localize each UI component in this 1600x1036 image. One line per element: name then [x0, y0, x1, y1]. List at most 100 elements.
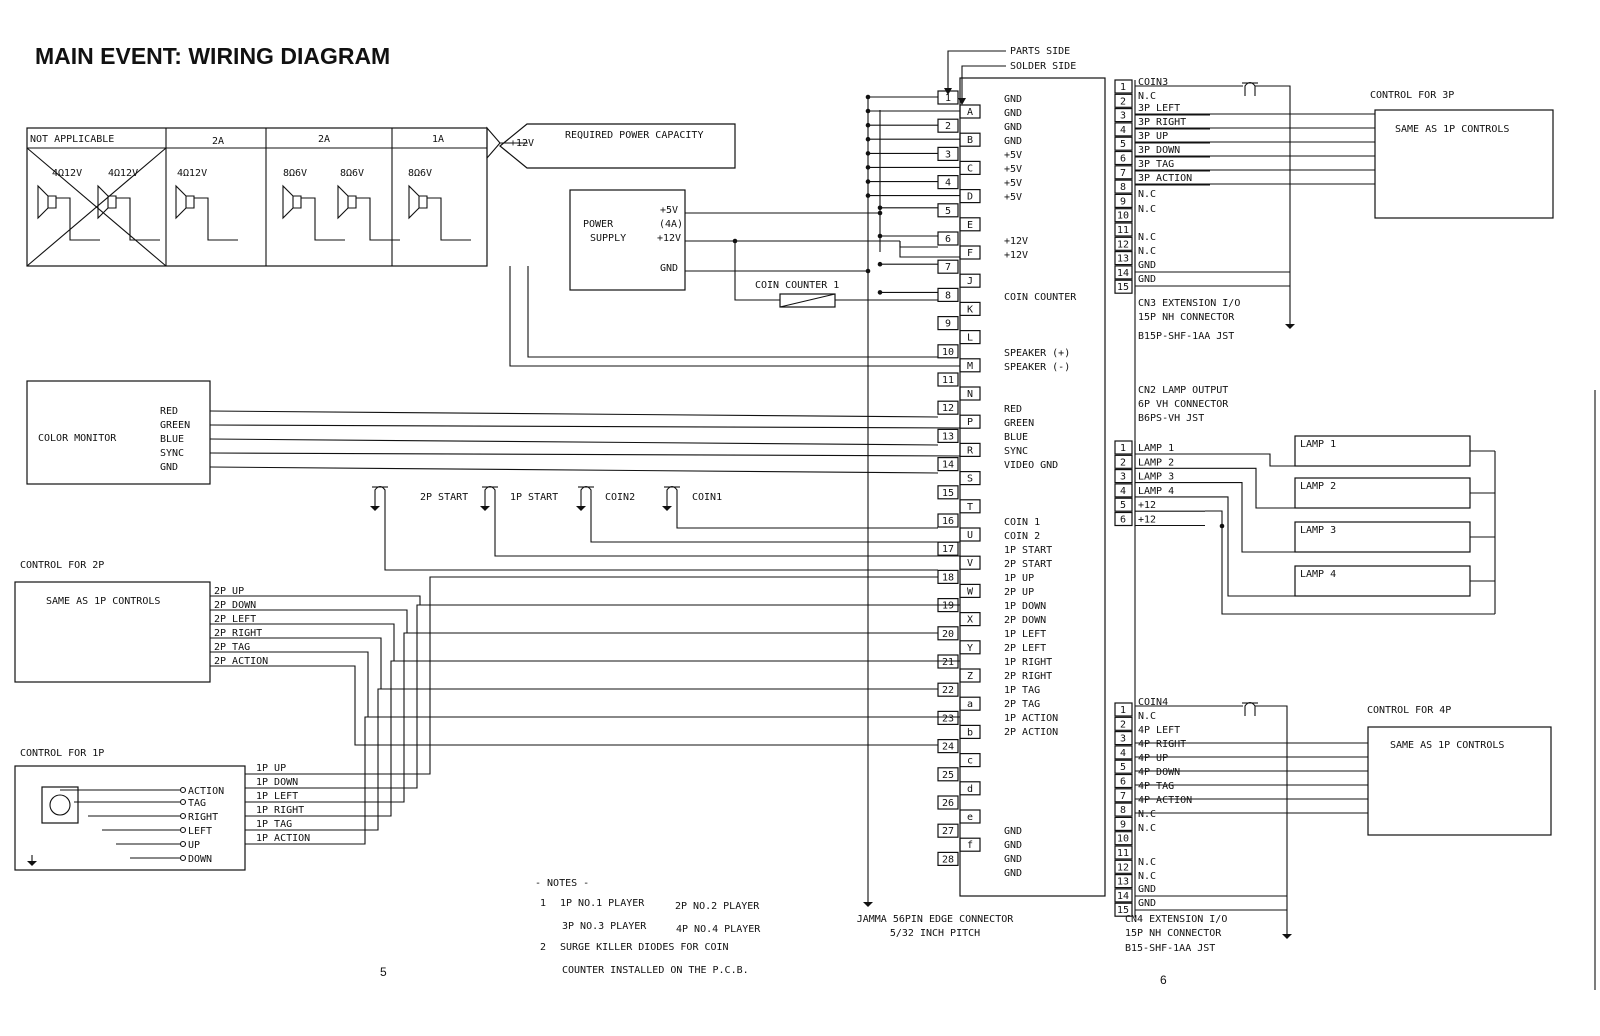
jamma-signal-label: SYNC	[1004, 446, 1028, 457]
coin-counter-label: COIN COUNTER 1	[755, 280, 839, 291]
pin-label: K	[967, 304, 973, 315]
pin-J-box	[959, 273, 981, 288]
cn4-signal-label: N.C	[1138, 857, 1156, 868]
cn3-pin-label: 9	[1120, 196, 1126, 207]
pin-label: 12	[942, 403, 954, 414]
terminal-icon	[179, 826, 187, 834]
ps-plus12: +12V	[657, 233, 681, 244]
pin-15-box	[937, 485, 959, 500]
pin-label: C	[967, 163, 973, 174]
cn2-pin-label: 1	[1120, 443, 1126, 454]
cn3-signal-label: GND	[1138, 274, 1156, 285]
switch-label-3: COIN1	[692, 492, 722, 503]
jamma-signal-label: COIN 1	[1004, 517, 1040, 528]
notes-line: COUNTER INSTALLED ON THE P.C.B.	[562, 965, 749, 976]
solder-side-label: SOLDER SIDE	[1010, 61, 1076, 72]
jamma-signal-label: COIN 2	[1004, 531, 1040, 542]
monitor-wire	[209, 438, 939, 446]
pin-U-box	[959, 527, 981, 542]
cn4-pin-label: 10	[1117, 834, 1129, 845]
pin-10-box	[937, 344, 959, 359]
control-1p-route	[300, 604, 938, 789]
lamp-wire	[1205, 453, 1295, 467]
junction-dot	[865, 108, 871, 114]
ground-icon	[662, 506, 672, 511]
pin-12-box	[937, 400, 959, 415]
pin-label: c	[967, 756, 973, 767]
ground-icon	[576, 506, 586, 511]
control-2p-signal: 2P LEFT	[214, 614, 256, 625]
ground-icon	[27, 861, 37, 866]
speaker-wire	[427, 197, 471, 241]
pin-M-box	[959, 358, 981, 373]
cn3-pin-14-box	[1114, 265, 1133, 280]
control-1p-switch-label: UP	[188, 840, 200, 851]
cn4-signal-label: N.C	[1138, 809, 1156, 820]
speaker-wire	[56, 197, 100, 241]
cn4-pin-1-box	[1114, 702, 1133, 717]
pin-label: b	[967, 727, 973, 738]
lamp-wire	[1205, 467, 1295, 509]
2p-start-wire	[384, 500, 938, 571]
cn2-pin-label: 6	[1120, 515, 1126, 526]
pin-label: 10	[942, 347, 954, 358]
cn4-pin-8-box	[1114, 802, 1133, 817]
speaker-icon	[37, 184, 57, 220]
pin-label: P	[967, 417, 973, 428]
pin-label: 24	[942, 742, 954, 753]
terminal-icon	[179, 798, 187, 806]
terminal-icon	[179, 854, 187, 862]
pin-14-box	[937, 457, 959, 472]
speaker-wire	[301, 197, 345, 241]
notes-header: - NOTES -	[535, 878, 589, 889]
jamma-signal-label: +5V	[1004, 150, 1022, 161]
junction-dot	[865, 268, 871, 274]
control-1p-route	[300, 688, 938, 831]
ground-icon	[370, 506, 380, 511]
pin-Z-box	[959, 668, 981, 683]
cn2-pin-5-box	[1114, 497, 1133, 512]
cn3-signal-label: 3P DOWN	[1138, 145, 1180, 156]
switch-icon	[666, 485, 678, 500]
pin-label: f	[967, 840, 973, 851]
cn2-signal-label: LAMP 3	[1138, 472, 1174, 483]
pin-label: 4	[945, 178, 951, 189]
speaker-minus-wire	[509, 266, 960, 367]
control-2p-route	[262, 651, 960, 718]
cn3-pin-label: 12	[1117, 239, 1129, 250]
coin1-wire	[676, 500, 938, 529]
cn3-pin-label: 15	[1117, 282, 1129, 293]
pin-f-box	[959, 837, 981, 852]
junction-dot	[877, 233, 883, 239]
junction-dot	[865, 151, 871, 156]
pin-7-box	[937, 259, 959, 274]
cn3-pin-8-box	[1114, 179, 1133, 194]
cn4-pin-label: 6	[1120, 777, 1126, 788]
cn3-pin-label: 8	[1120, 182, 1126, 193]
cn3-pin-9-box	[1114, 193, 1133, 208]
pin-label: 22	[942, 685, 954, 696]
cn2-pin-3-box	[1114, 469, 1133, 484]
pin-V-box	[959, 555, 981, 570]
cn2-pin-1-box	[1114, 440, 1133, 455]
cn4-pin-12-box	[1114, 859, 1133, 874]
speaker-rating-0: 4Ω12V	[52, 168, 82, 179]
pin-5-box	[937, 203, 959, 218]
cn2-pin-label: 2	[1120, 457, 1126, 468]
pin-label: 15	[942, 488, 954, 499]
pin-label: E	[967, 220, 973, 231]
ps-12v-pin	[899, 241, 938, 248]
notes-num: 2	[540, 942, 546, 953]
cn3-pin-4-box	[1114, 122, 1133, 137]
cn4-pin-label: 2	[1120, 719, 1126, 730]
cn2-signal-label: LAMP 1	[1138, 443, 1174, 454]
power-arrow	[486, 126, 501, 160]
jamma-signal-label: GND	[1004, 868, 1022, 879]
ground-icon	[480, 506, 490, 511]
cn3-pin-label: 14	[1117, 268, 1129, 279]
cn4-pin-label: 12	[1117, 862, 1129, 873]
speaker-wire	[356, 197, 400, 241]
junction-dot	[865, 122, 871, 128]
power-supply-name: POWER	[583, 219, 614, 230]
jamma-signal-label: 1P TAG	[1004, 685, 1040, 696]
